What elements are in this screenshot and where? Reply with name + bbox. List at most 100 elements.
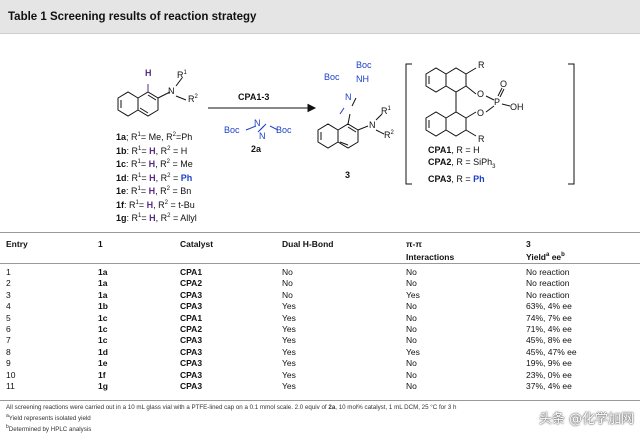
cell-entry: 4 xyxy=(6,301,11,312)
cell-pi-pi: No xyxy=(406,358,417,369)
cell-result: 63%, 4% ee xyxy=(526,301,572,312)
cell-dual-h-bond: Yes xyxy=(282,380,296,391)
cell-entry: 11 xyxy=(6,380,15,391)
product-n-atom: N xyxy=(345,92,352,102)
cpa-p-atom: P xyxy=(494,97,501,107)
cell-entry: 1 xyxy=(6,267,11,277)
cell-result: No reaction xyxy=(526,289,570,300)
cell-dual-h-bond: Yes xyxy=(282,358,296,369)
cell-result: 74%, 7% ee xyxy=(526,312,572,323)
table-row: 2 1a CPA2 No No No reaction xyxy=(0,278,640,289)
cell-entry: 10 xyxy=(6,369,16,380)
reagent-boc-left: Boc xyxy=(224,125,240,135)
cell-catalyst: CPA1 xyxy=(180,267,203,277)
cell-entry: 3 xyxy=(6,289,11,300)
substrate-1c: 1c: R1= H, R2 = Me xyxy=(116,159,193,169)
table-row: 5 1c CPA1 Yes No 74%, 7% ee xyxy=(0,313,640,324)
cell-pi-pi: No xyxy=(406,323,417,334)
cell-pi-pi: Yes xyxy=(406,289,420,300)
cell-substrate: 1b xyxy=(98,301,108,312)
product-nh: NH xyxy=(356,74,369,84)
product-number: 3 xyxy=(345,170,351,180)
cell-entry: 5 xyxy=(6,312,11,323)
cell-catalyst: CPA1 xyxy=(180,312,203,323)
header-yield-ee: Yielda eeb xyxy=(526,252,565,262)
cpa-legend-2: CPA2, R = SiPh3 xyxy=(428,157,496,170)
product-r1: R1 xyxy=(381,106,391,116)
cell-dual-h-bond: Yes xyxy=(282,301,296,312)
cell-substrate: 1d xyxy=(98,346,108,357)
cpa-r-top: R xyxy=(478,60,485,70)
cell-dual-h-bond: Yes xyxy=(282,312,296,323)
cell-dual-h-bond: Yes xyxy=(282,335,296,346)
substrate-1d: 1d: R1= H, R2 = Ph xyxy=(116,172,193,183)
cell-result: 19%, 9% ee xyxy=(526,358,572,369)
header-product: 3 xyxy=(526,239,531,249)
cell-entry: 8 xyxy=(6,346,11,357)
cell-pi-pi: No xyxy=(406,369,417,380)
cell-pi-pi: No xyxy=(406,380,417,391)
product-r2: R2 xyxy=(384,130,394,140)
reaction-scheme: H N R1 R2 CPA1-3 Boc N N Boc 2a Boc Boc … xyxy=(0,34,640,230)
substrate-h-atom: H xyxy=(145,68,152,78)
cell-result: 71%, 4% ee xyxy=(526,323,572,334)
cell-catalyst: CPA2 xyxy=(180,323,203,334)
cell-pi-pi: Yes xyxy=(406,346,420,357)
cell-substrate: 1a xyxy=(98,289,108,300)
cell-substrate: 1e xyxy=(98,358,108,369)
cell-catalyst: CPA3 xyxy=(180,380,203,391)
cell-result: 37%, 4% ee xyxy=(526,380,572,391)
cpa-r-bottom: R xyxy=(478,134,485,144)
cell-catalyst: CPA2 xyxy=(180,278,203,289)
header-catalyst: Catalyst xyxy=(180,239,214,249)
footnote-yield: aYield represents isolated yield xyxy=(6,413,91,423)
cell-substrate: 1g xyxy=(98,380,108,391)
table-title: Table 1 Screening results of reaction st… xyxy=(0,0,640,34)
cell-entry: 9 xyxy=(6,358,11,369)
cell-catalyst: CPA3 xyxy=(180,369,203,380)
cell-dual-h-bond: Yes xyxy=(282,346,296,357)
cpa-oh: OH xyxy=(510,102,524,112)
reagent-boc-right: Boc xyxy=(276,125,292,135)
header-interactions: Interactions xyxy=(406,252,455,262)
substrate-n-atom: N xyxy=(168,86,175,96)
cell-result: No reaction xyxy=(526,278,570,289)
header-pi-pi: π-π xyxy=(406,239,422,249)
table-row: 11 1g CPA3 Yes No 37%, 4% ee xyxy=(0,381,640,392)
cpa-legend-1: CPA1, R = H xyxy=(428,145,480,155)
cell-catalyst: CPA3 xyxy=(180,346,203,357)
table-row: 8 1d CPA3 Yes Yes 45%, 47% ee xyxy=(0,347,640,358)
cell-result: 45%, 8% ee xyxy=(526,335,572,346)
footnote-conditions: All screening reactions were carried out… xyxy=(6,404,457,411)
table-row: 4 1b CPA3 Yes No 63%, 4% ee xyxy=(0,301,640,312)
substrate-r2: R2 xyxy=(188,94,198,104)
product-boc-left: Boc xyxy=(324,72,340,82)
cell-entry: 2 xyxy=(6,278,11,289)
substrate-1f: 1f: R1= H, R2 = t-Bu xyxy=(116,199,195,210)
header-substrate: 1 xyxy=(98,239,103,249)
reagent-n-atom-1: N xyxy=(254,118,261,128)
cell-entry: 7 xyxy=(6,335,11,346)
table-row: 1 1a CPA1 No No No reaction xyxy=(0,267,640,278)
cell-catalyst: CPA3 xyxy=(180,301,203,312)
product-boc-top: Boc xyxy=(356,60,372,70)
cell-dual-h-bond: Yes xyxy=(282,323,296,334)
cell-dual-h-bond: Yes xyxy=(282,369,296,380)
cell-pi-pi: No xyxy=(406,335,417,346)
cpa-o-bottom: O xyxy=(477,108,485,118)
cell-result: No reaction xyxy=(526,267,570,277)
cell-substrate: 1c xyxy=(98,323,108,334)
substrate-1e: 1e: R1= H, R2 = Bn xyxy=(116,186,192,196)
watermark: 头条 @化学加网 xyxy=(538,412,634,427)
cell-substrate: 1a xyxy=(98,278,108,289)
table-row: 10 1f CPA3 Yes No 23%, 0% ee xyxy=(0,370,640,381)
cell-pi-pi: No xyxy=(406,278,417,289)
header-entry: Entry xyxy=(6,239,28,249)
cpa-legend: CPA1, R = H CPA2, R = SiPh3 CPA3, R = Ph xyxy=(428,144,495,185)
product-amine-n: N xyxy=(369,120,376,130)
cell-substrate: 1f xyxy=(98,369,106,380)
cell-entry: 6 xyxy=(6,323,11,334)
cpa-lower-ring-b xyxy=(445,111,467,137)
cpa-upper-ring-b xyxy=(445,67,467,93)
cell-substrate: 1c xyxy=(98,312,108,323)
